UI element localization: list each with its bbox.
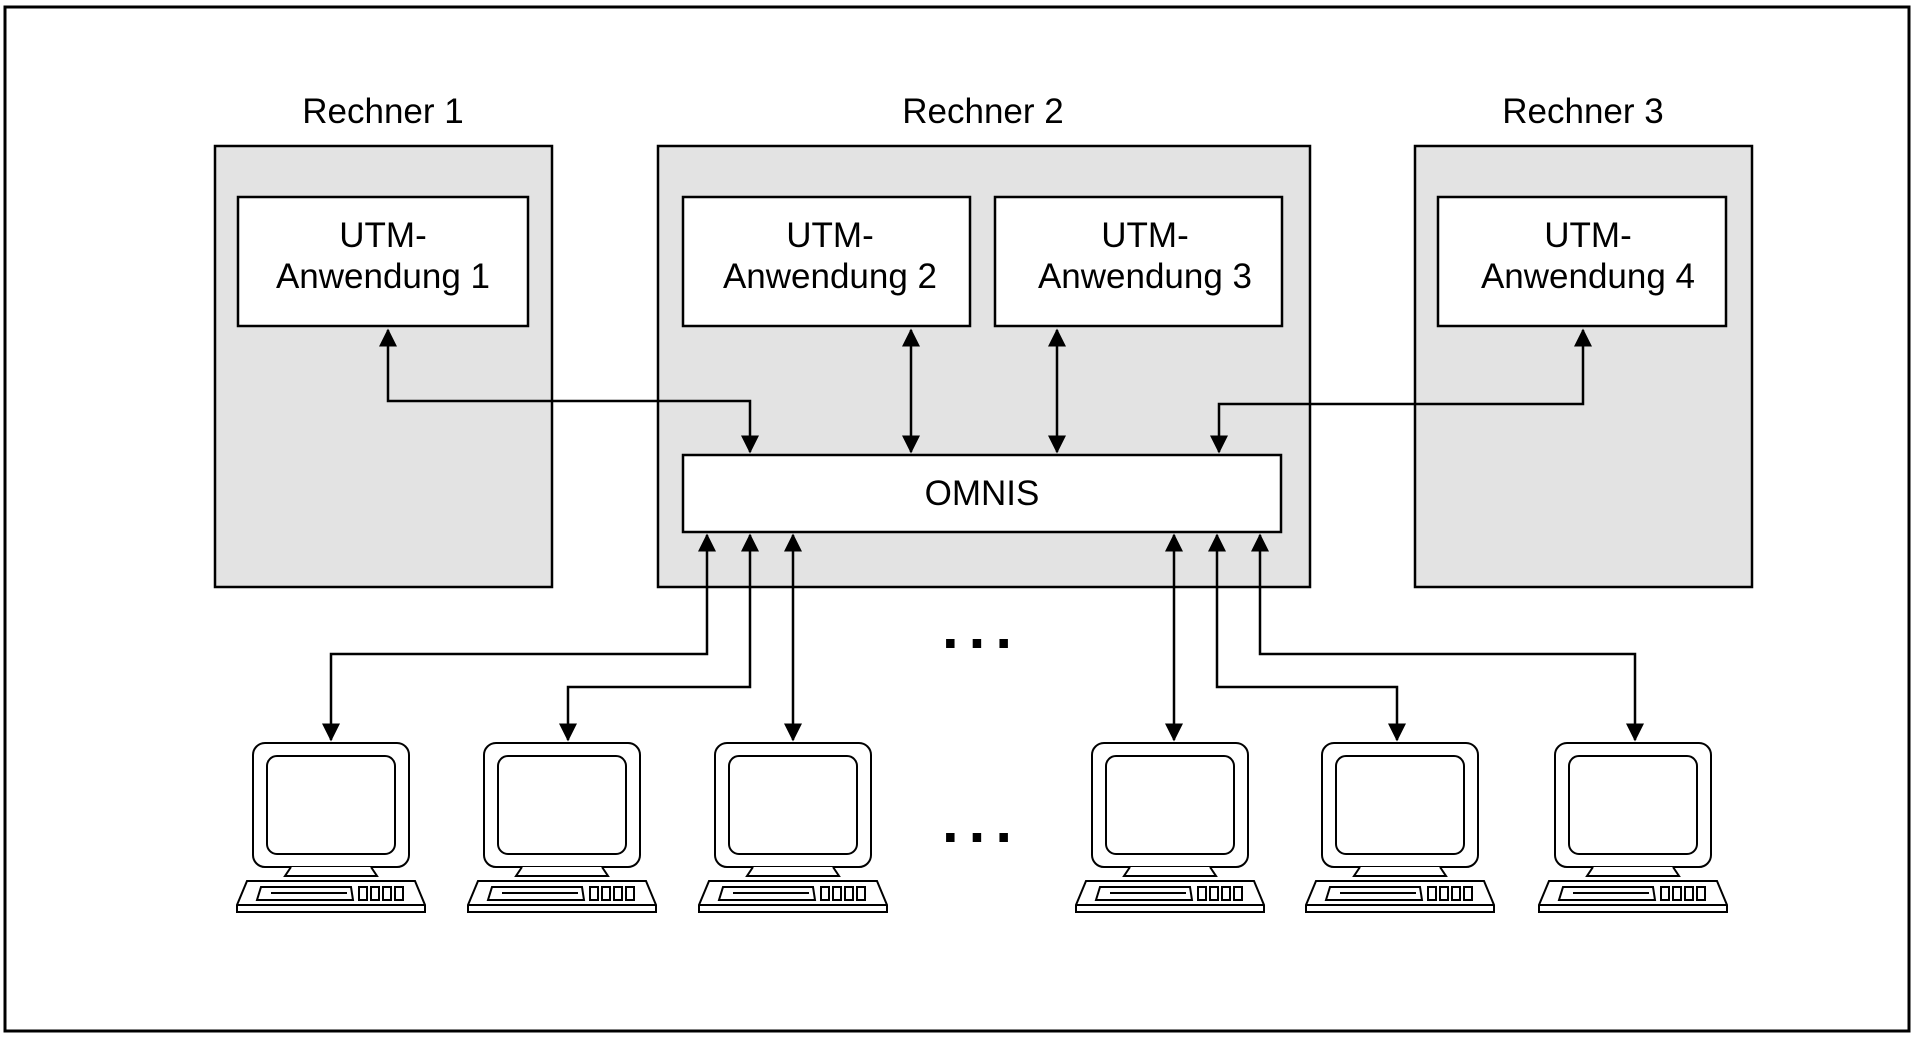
monitor-base (514, 866, 610, 877)
keyboard-key (370, 886, 380, 901)
keyboard (698, 880, 888, 913)
utm-application-2-box (681, 195, 972, 328)
keyboard-key (820, 886, 830, 901)
ellipsis-terminals: ... (942, 788, 1022, 855)
utm-application-1: UTM- Anwendung 1 (236, 195, 530, 328)
monitor-screen (266, 755, 396, 855)
monitor-screen (728, 755, 858, 855)
utm-application-2-line2: Anwendung 2 (723, 257, 937, 296)
monitor-screen (1568, 755, 1698, 855)
keyboard (467, 880, 657, 913)
keyboard-key (589, 886, 599, 901)
keyboard-key (1684, 886, 1694, 901)
utm-application-3-box (993, 195, 1284, 328)
terminal-icon (1075, 742, 1265, 913)
keyboard-key (832, 886, 842, 901)
omnis-terminal-connectors (322, 533, 1644, 742)
keyboard-key (1221, 886, 1231, 901)
utm-application-3-line2: Anwendung 3 (1038, 257, 1252, 296)
terminal-icon (236, 742, 426, 913)
keyboard-main-keys (1094, 886, 1194, 901)
keyboard-key (358, 886, 368, 901)
monitor-base (1352, 866, 1448, 877)
computer-1: Rechner 1 (213, 92, 554, 589)
computer-2-title: Rechner 2 (902, 92, 1063, 131)
monitor-screen (1105, 755, 1235, 855)
keyboard-main-keys (1324, 886, 1424, 901)
monitor-base (1585, 866, 1681, 877)
utm-application-4: UTM- Anwendung 4 (1436, 195, 1728, 328)
keyboard-main-keys (717, 886, 817, 901)
utm-application-2-line1: UTM- (786, 216, 873, 255)
terminal-icon (467, 742, 657, 913)
keyboard-key (625, 886, 635, 901)
keyboard-key (1672, 886, 1682, 901)
monitor-screen (497, 755, 627, 855)
monitor-base (1122, 866, 1218, 877)
utm-application-1-line2: Anwendung 1 (276, 257, 490, 296)
keyboard-key (382, 886, 392, 901)
utm-application-4-box (1436, 195, 1728, 328)
monitor-base (745, 866, 841, 877)
keyboard-key (856, 886, 866, 901)
keyboard-key (1197, 886, 1207, 901)
keyboard-key (1463, 886, 1473, 901)
keyboard-key (1233, 886, 1243, 901)
monitor-base (283, 866, 379, 877)
monitor-screen (1335, 755, 1465, 855)
keyboard-main-keys (486, 886, 586, 901)
terminal-icon (698, 742, 888, 913)
ellipsis-middle: ... (942, 594, 1022, 661)
keyboard-key (1427, 886, 1437, 901)
keyboard-key (1696, 886, 1706, 901)
terminal-icon (1538, 742, 1728, 913)
connector-omnis-terminal-2 (559, 533, 759, 742)
utm-application-4-line1: UTM- (1544, 216, 1631, 255)
keyboard-key (1439, 886, 1449, 901)
keyboard-main-keys (1557, 886, 1657, 901)
utm-application-4-line2: Anwendung 4 (1481, 257, 1695, 296)
utm-application-2: UTM- Anwendung 2 (681, 195, 972, 328)
utm-application-3: UTM- Anwendung 3 (993, 195, 1284, 328)
utm-application-1-line1: UTM- (339, 216, 426, 255)
terminal-icon (1305, 742, 1495, 913)
keyboard-key (613, 886, 623, 901)
computer-3-title: Rechner 3 (1502, 92, 1663, 131)
terminals (236, 742, 1728, 913)
computer-1-title: Rechner 1 (302, 92, 463, 131)
keyboard-key (394, 886, 404, 901)
keyboard (1538, 880, 1728, 913)
keyboard-key (601, 886, 611, 901)
connector-app4-omnis (1210, 328, 1592, 454)
omnis-label: OMNIS (925, 474, 1040, 513)
omnis-box (681, 453, 1283, 534)
utm-application-3-line1: UTM- (1101, 216, 1188, 255)
omnis: OMNIS (681, 453, 1283, 534)
keyboard-main-keys (255, 886, 355, 901)
keyboard-key (844, 886, 854, 901)
keyboard (1075, 880, 1265, 913)
keyboard-key (1451, 886, 1461, 901)
keyboard (236, 880, 426, 913)
app-omnis-connectors (379, 328, 1592, 454)
keyboard (1305, 880, 1495, 913)
keyboard-key (1209, 886, 1219, 901)
connector-app1-omnis (379, 328, 759, 454)
utm-application-1-box (236, 195, 530, 328)
keyboard-key (1660, 886, 1670, 901)
connector-omnis-terminal-6 (1251, 533, 1644, 742)
